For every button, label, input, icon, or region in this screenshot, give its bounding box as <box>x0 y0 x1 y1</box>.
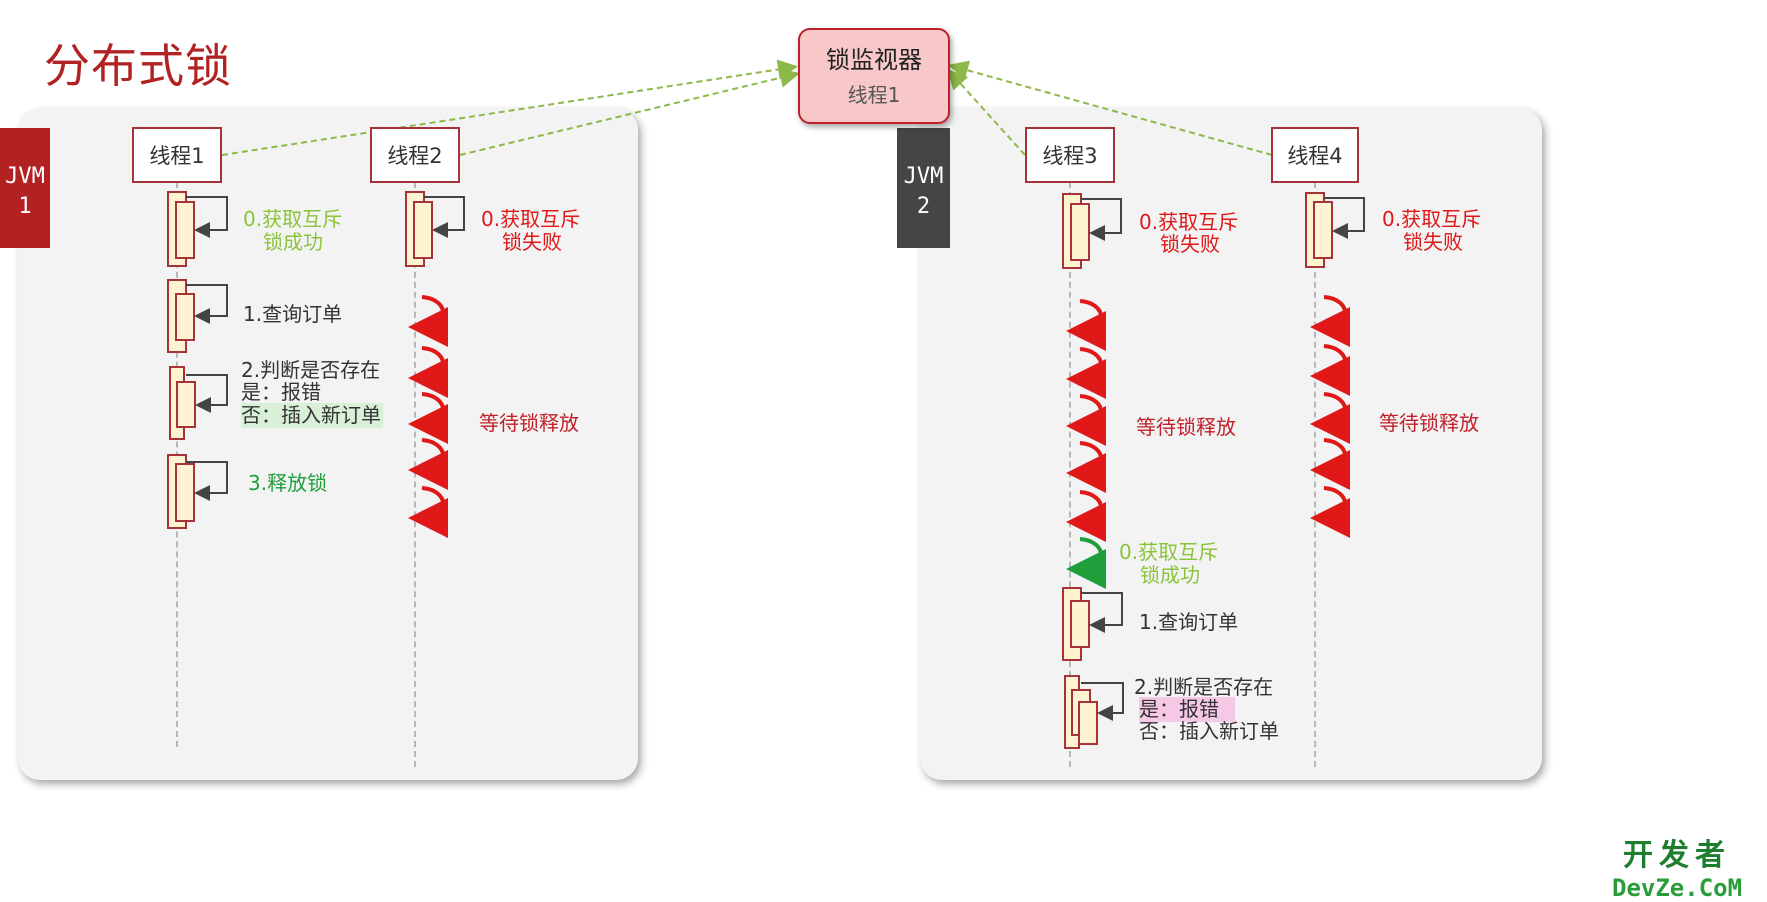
t1-no-insert: 否：插入新订单 <box>241 403 383 428</box>
wait-arrow-t2-1 <box>408 346 449 398</box>
t1-lock-success-line2: 锁成功 <box>263 230 323 254</box>
thread1-box: 线程1 <box>132 127 222 183</box>
wait-arrow-group <box>408 295 1351 589</box>
jvm1-panel <box>18 108 638 780</box>
wait-arrow-t4-1 <box>1310 344 1351 396</box>
jvm2-label-line2: 2 <box>916 194 931 219</box>
arrow-thread4-monitor <box>948 60 1273 156</box>
thread2-box: 线程2 <box>370 127 460 183</box>
t3-yes-error: 是：报错 <box>1139 697 1235 722</box>
t1-judge-exists: 2.判断是否存在 <box>241 358 381 382</box>
watermark-line2: DevZe.CoM <box>1612 874 1743 902</box>
t1-release-lock: 3.释放锁 <box>248 471 328 495</box>
t2-wait-release: 等待锁释放 <box>479 411 579 435</box>
jvm2-panel <box>920 108 1542 780</box>
t3-query-order: 1.查询订单 <box>1139 610 1239 634</box>
jvm1-label: JVM 1 <box>0 128 50 248</box>
watermark-logo: 开发者 DevZe.CoM <box>1612 830 1742 902</box>
wait-arrow-t3-4 <box>1066 490 1107 542</box>
t4-lock-fail-line2: 锁失败 <box>1403 230 1463 254</box>
t4-wait-release: 等待锁释放 <box>1379 411 1479 435</box>
wait-arrow-t4-4 <box>1310 486 1351 538</box>
t2-lock-fail-line2: 锁失败 <box>502 230 562 254</box>
t3-activation-query <box>1062 587 1123 661</box>
lock-monitor: 锁监视器 线程1 <box>798 28 950 124</box>
t1-activation-query <box>167 279 228 353</box>
wait-arrow-t3-3 <box>1066 441 1107 493</box>
t3-lock-fail-line1: 0.获取互斥 <box>1139 210 1239 234</box>
arrow-thread1-monitor <box>221 59 798 156</box>
t3-lock-fail-line2: 锁失败 <box>1160 232 1220 256</box>
t2-activation-lock <box>405 191 465 267</box>
t1-activation-release <box>167 454 228 529</box>
jvm2-label-line1: JVM <box>903 164 944 189</box>
t3-lock-success-line2: 锁成功 <box>1140 563 1200 587</box>
wait-arrow-t2-0 <box>408 295 449 347</box>
t1-query-order: 1.查询订单 <box>243 302 343 326</box>
wait-arrow-t3-2 <box>1066 394 1107 446</box>
t1-activation-judge <box>169 366 228 440</box>
jvm2-label: JVM 2 <box>897 128 950 248</box>
wait-arrow-t4-2 <box>1310 392 1351 444</box>
arrow-thread2-monitor <box>459 68 800 156</box>
t2-lock-fail-line1: 0.获取互斥 <box>481 207 581 231</box>
lock-monitor-title: 锁监视器 <box>826 46 922 74</box>
t3-activation-lock <box>1062 193 1122 269</box>
t3-judge-exists: 2.判断是否存在 <box>1134 675 1274 699</box>
wait-arrow-t2-3 <box>408 438 449 490</box>
t3-activation-judge <box>1064 675 1124 749</box>
t1-activation-lock <box>167 191 228 267</box>
jvm1-label-line1: JVM <box>5 164 45 189</box>
wait-arrow-t2-4 <box>408 486 449 538</box>
wait-arrow-t3-0 <box>1066 299 1107 351</box>
t1-lock-success-line1: 0.获取互斥 <box>243 207 343 231</box>
t4-lock-fail-line1: 0.获取互斥 <box>1382 207 1482 231</box>
t3-wait-release: 等待锁释放 <box>1136 415 1236 439</box>
t3-no-insert: 否：插入新订单 <box>1139 719 1279 743</box>
t3-lock-success-line1: 0.获取互斥 <box>1119 540 1219 564</box>
watermark-line1: 开发者 <box>1623 838 1732 873</box>
jvm1-label-line2: 1 <box>18 194 32 219</box>
wait-arrow-t4-0 <box>1310 295 1351 347</box>
t4-activation-lock <box>1305 192 1365 268</box>
thread3-box: 线程3 <box>1025 127 1115 183</box>
thread4-box: 线程4 <box>1271 127 1359 183</box>
wait-arrow-t4-3 <box>1310 438 1351 490</box>
arrow-thread3-monitor <box>947 69 1026 156</box>
t1-yes-error: 是：报错 <box>241 380 321 404</box>
wait-arrow-t3-1 <box>1066 347 1107 399</box>
success-arrow-t3 <box>1066 537 1107 589</box>
wait-arrow-t2-2 <box>408 392 449 444</box>
lock-monitor-owner: 线程1 <box>847 83 901 107</box>
page-title: 分布式锁 <box>44 39 232 93</box>
